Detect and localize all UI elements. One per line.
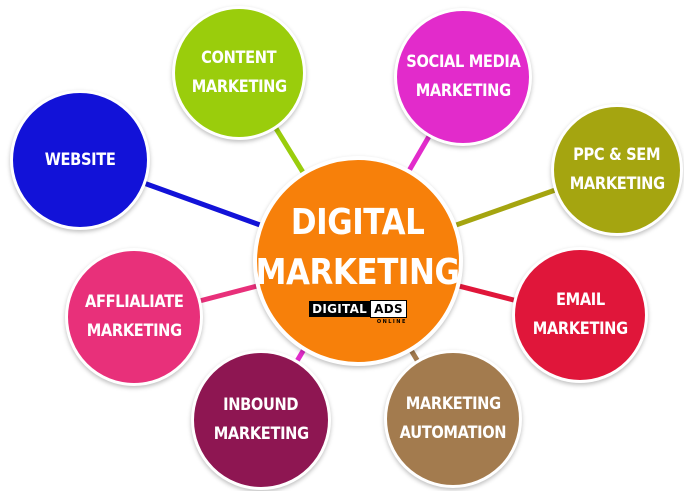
- node-label-line: MARKETING: [86, 321, 182, 341]
- node-label-line: AFFLIALIATE: [84, 292, 184, 312]
- node-label-line: EMAIL: [555, 290, 605, 310]
- node-label-line: MARKETING: [532, 319, 628, 339]
- node-label-line: AUTOMATION: [399, 423, 507, 443]
- node-digital-marketing: DIGITAL MARKETING DIGITAL ADS ONLINE: [253, 156, 463, 366]
- node-website: WEBSITE: [10, 90, 150, 230]
- center-label-line: MARKETING: [256, 251, 460, 293]
- node-label-line: MARKETING: [191, 77, 287, 97]
- node-social-media-marketing: SOCIAL MEDIA MARKETING: [394, 8, 532, 146]
- node-label-line: WEBSITE: [44, 149, 116, 170]
- node-label-line: CONTENT: [201, 48, 277, 68]
- node-ppc-sem-marketing: PPC & SEM MARKETING: [551, 104, 683, 236]
- digital-ads-logo: DIGITAL ADS ONLINE: [309, 299, 407, 325]
- node-label-line: MARKETING: [415, 81, 511, 101]
- node-label-line: MARKETING: [213, 424, 309, 444]
- logo-wordmark: DIGITAL ADS: [309, 299, 407, 318]
- node-affiliate-marketing: AFFLIALIATE MARKETING: [65, 248, 203, 386]
- center-label-line: DIGITAL: [291, 201, 425, 243]
- node-marketing-automation: MARKETING AUTOMATION: [384, 350, 522, 488]
- node-label-line: PPC & SEM: [573, 145, 661, 165]
- node-content-marketing: CONTENT MARKETING: [172, 6, 306, 140]
- logo-part-ads: ADS: [370, 299, 407, 318]
- logo-part-digital: DIGITAL: [309, 300, 371, 317]
- node-label-line: INBOUND: [223, 395, 299, 415]
- node-label-line: MARKETING: [569, 174, 665, 194]
- node-label-line: SOCIAL MEDIA: [405, 52, 521, 72]
- node-inbound-marketing: INBOUND MARKETING: [191, 350, 331, 490]
- node-label-line: MARKETING: [405, 394, 501, 414]
- logo-subtitle: ONLINE: [376, 318, 407, 325]
- node-email-marketing: EMAIL MARKETING: [512, 247, 648, 383]
